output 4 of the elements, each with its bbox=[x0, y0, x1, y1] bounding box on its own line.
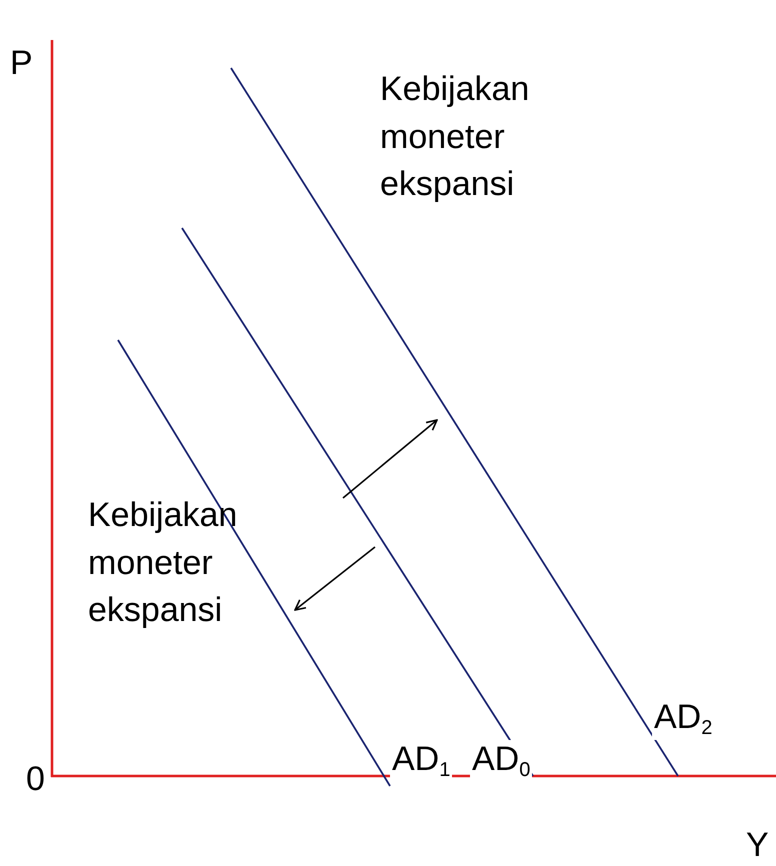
axis-label: P bbox=[10, 43, 33, 84]
axis-label: Y bbox=[746, 825, 769, 866]
annotation-text: Kebijakan moneter ekspansi bbox=[380, 69, 530, 206]
origin-label: 0 bbox=[26, 759, 45, 800]
